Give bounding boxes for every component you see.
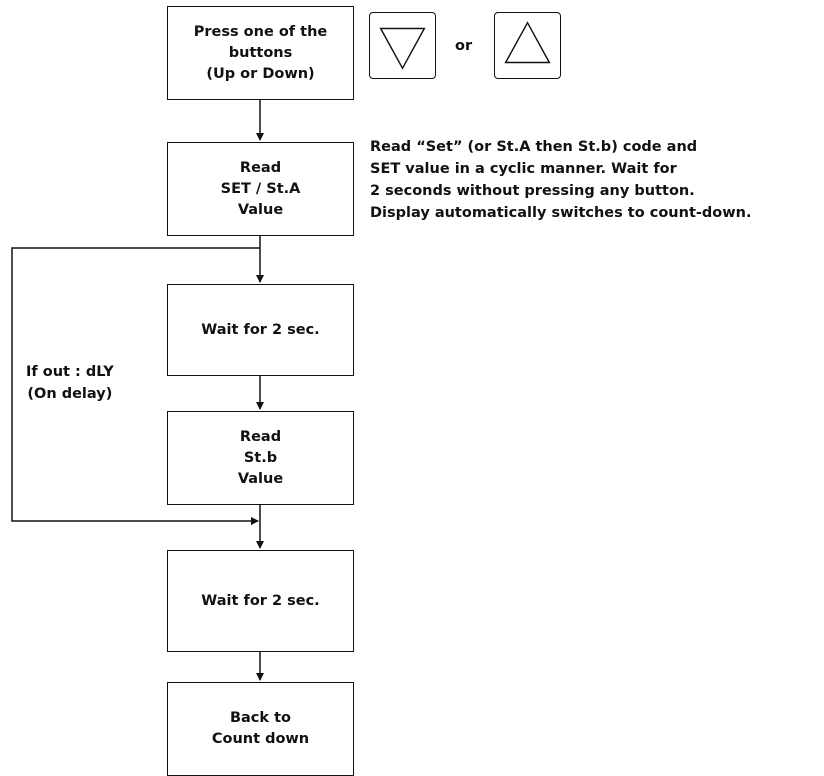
bypass-line [11, 247, 260, 525]
triangle-up-icon [504, 21, 551, 64]
wait-step-1-label: Wait for 2 sec. [201, 321, 320, 338]
wait-step-2-label: Wait for 2 sec. [201, 592, 320, 609]
cyclic-read-note: Read “Set” (or St.A then St.b) code and … [370, 139, 752, 221]
read-stb-step-label: Read St.b Value [237, 428, 284, 487]
or-label: or [455, 38, 473, 54]
up-button[interactable] [494, 12, 561, 79]
wait-step-2: Wait for 2 sec. [167, 550, 354, 652]
down-button[interactable] [369, 12, 436, 79]
read-stb-step: Read St.b Value [167, 411, 354, 505]
bypass-condition-label: If out : dLY (On delay) [26, 364, 114, 402]
press-button-step-label: Press one of the buttons (Up or Down) [193, 23, 328, 82]
read-set-step: Read SET / St.A Value [167, 142, 354, 236]
press-button-step: Press one of the buttons (Up or Down) [167, 6, 354, 100]
back-to-countdown-step: Back to Count down [167, 682, 354, 776]
read-set-step-label: Read SET / St.A Value [220, 159, 301, 218]
triangle-down-icon [379, 27, 426, 70]
back-to-countdown-step-label: Back to Count down [211, 710, 310, 747]
wait-step-1: Wait for 2 sec. [167, 284, 354, 376]
